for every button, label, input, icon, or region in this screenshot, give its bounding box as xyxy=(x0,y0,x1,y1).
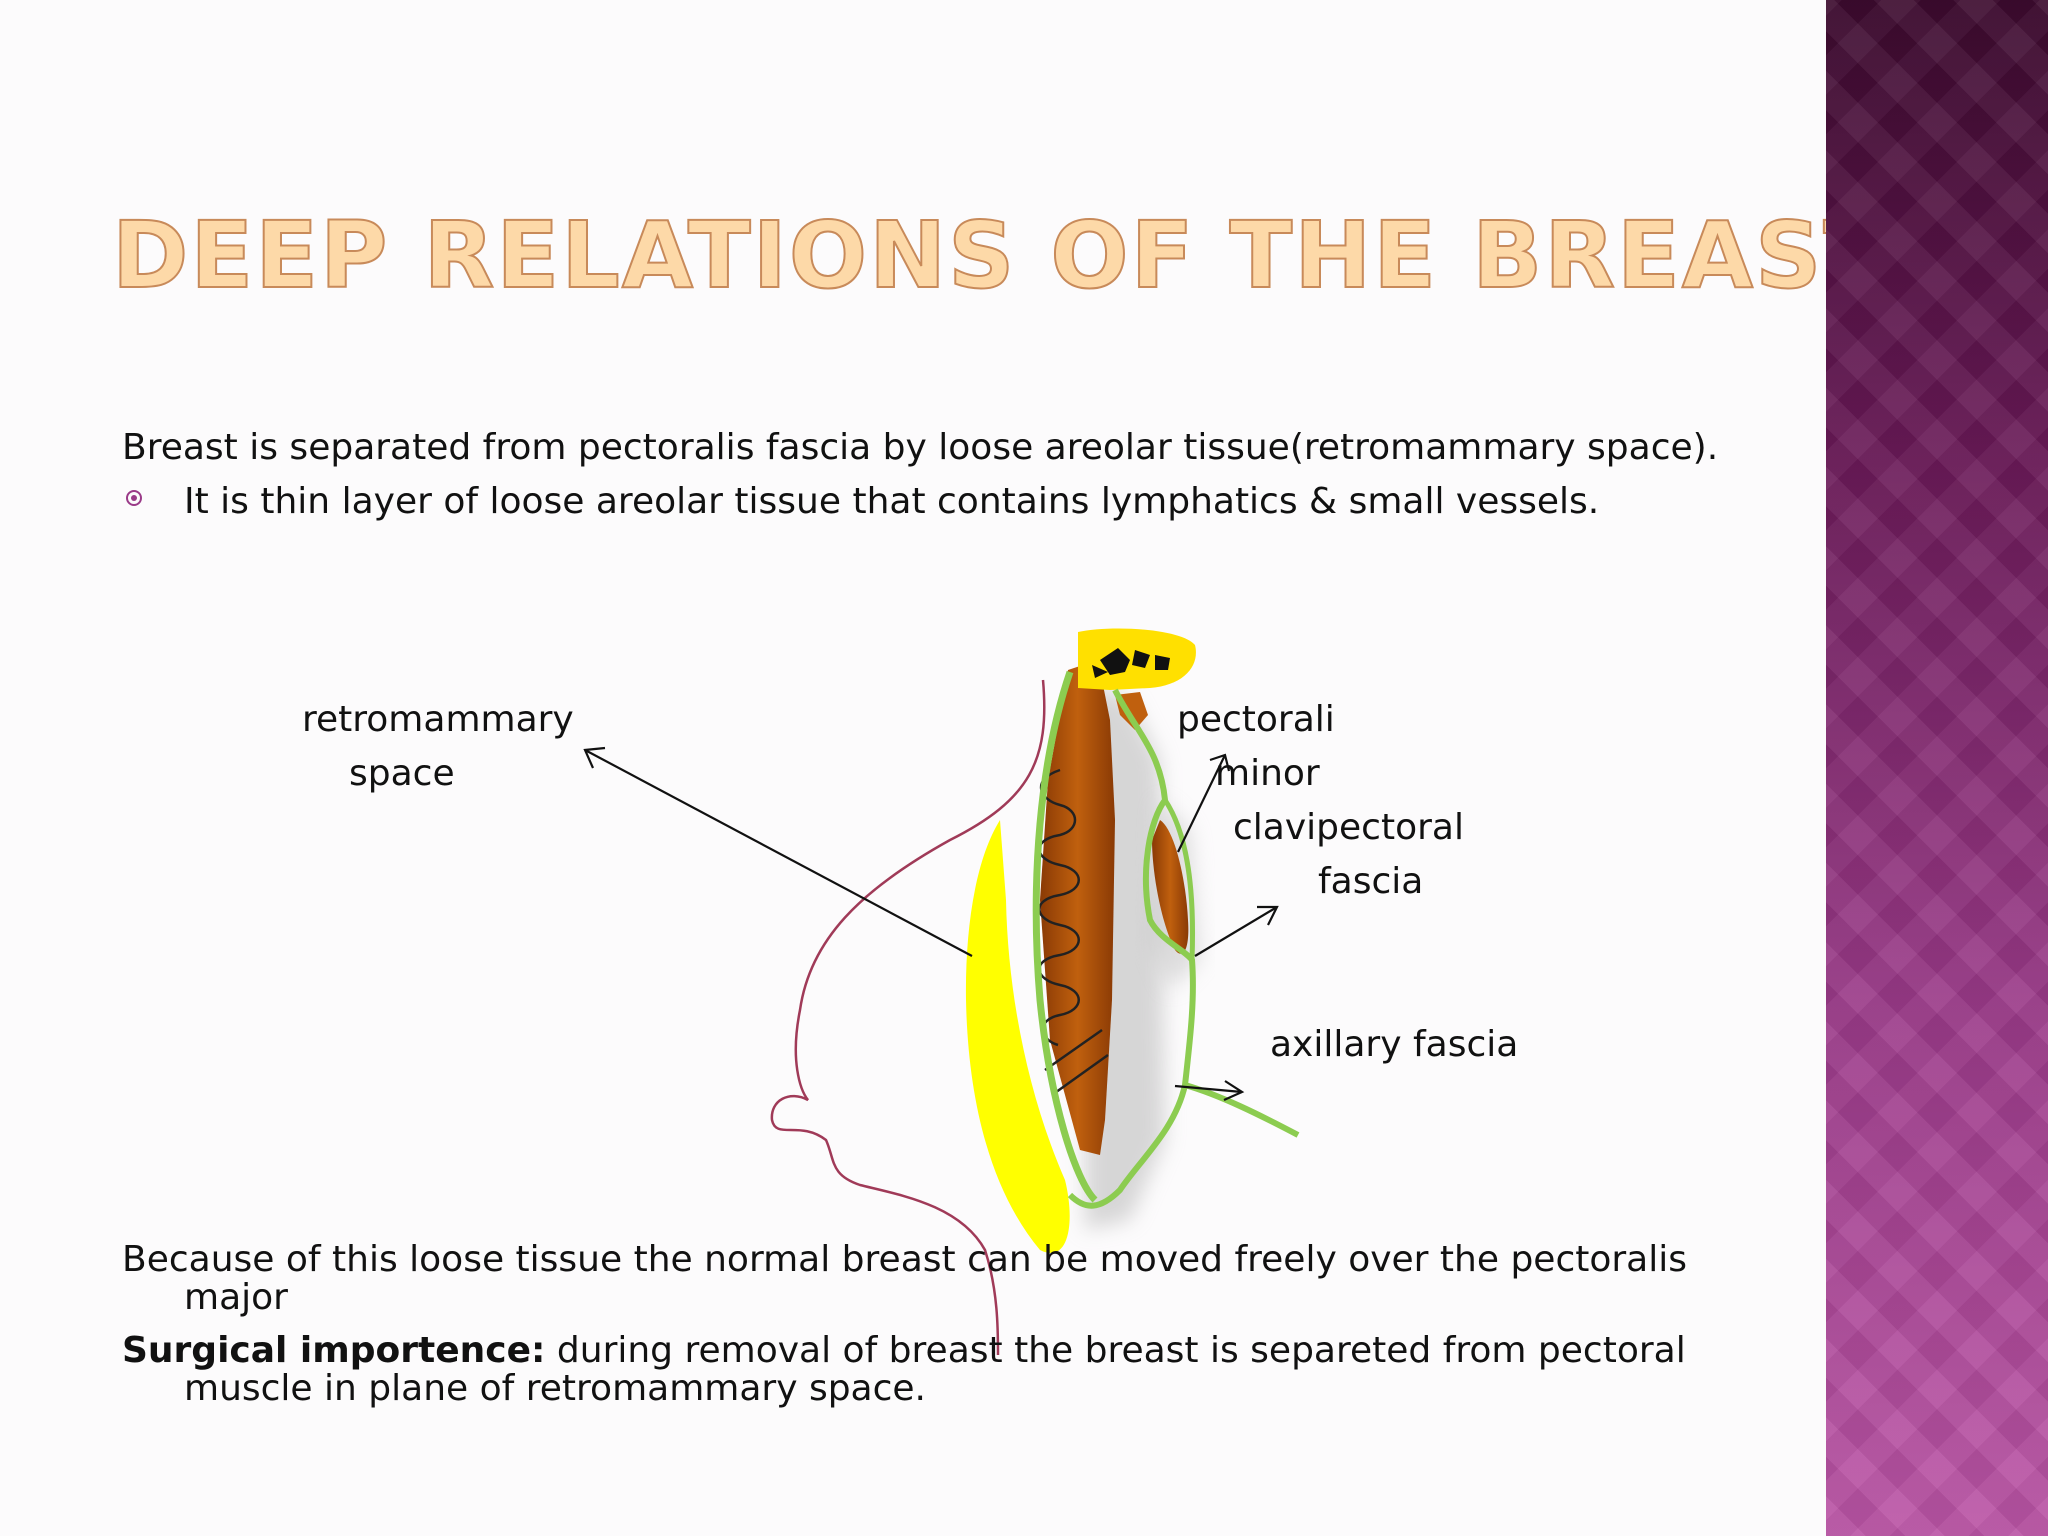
label-retromammary-line2: space xyxy=(349,753,455,794)
surgical-heading: Surgical importence: xyxy=(122,1330,546,1371)
bullet-icon xyxy=(126,490,142,506)
anatomy-diagram xyxy=(583,628,1300,1356)
label-clavipectoral-line2: fascia xyxy=(1318,861,1424,902)
clavicle-detail xyxy=(1092,648,1170,678)
bullet-text: It is thin layer of loose areolar tissue… xyxy=(184,481,1600,522)
minor-sheath xyxy=(1162,798,1195,961)
breast-shape xyxy=(965,820,1070,1253)
slide-title: DEEP RELATIONS OF THE BREAST xyxy=(111,202,1889,309)
surgical-text: during removal of breast the breast is s… xyxy=(545,1330,1686,1371)
slide: DEEP RELATIONS OF THE BREAST Breast is s… xyxy=(111,202,1889,1409)
label-axillary-fascia: axillary fascia xyxy=(1270,1024,1519,1065)
label-pectoralis-line2: minor xyxy=(1215,753,1320,794)
decorative-sidebar xyxy=(1826,0,2048,1536)
skin-outline xyxy=(770,679,1046,1356)
clavipectoral-fascia-line xyxy=(1067,688,1196,1209)
arrow-retromammary xyxy=(583,746,973,957)
arrow-axillary xyxy=(1174,1080,1245,1102)
intro-text: Breast is separated from pectoralis fasc… xyxy=(122,427,1719,468)
arrow-clavipectoral xyxy=(1194,905,1279,957)
pectoral-fascia xyxy=(1032,670,1098,1203)
label-retromammary-line1: retromammary xyxy=(302,699,574,740)
pectoralis-major-muscle xyxy=(1040,660,1115,1155)
muscle-fibres xyxy=(1038,768,1080,1047)
label-clavipectoral-line1: clavipectoral xyxy=(1233,807,1464,848)
pectoralis-minor-muscle xyxy=(1152,820,1189,954)
paragraph-surgical-line2: muscle in plane of retromammary space. xyxy=(184,1368,926,1409)
fibre-line xyxy=(1044,1028,1103,1072)
label-pectoralis-line1: pectorali xyxy=(1177,699,1335,740)
paragraph-mobility-line2: major xyxy=(184,1277,288,1318)
arrow-pectoralis-minor xyxy=(1177,753,1231,853)
fibre-line xyxy=(1051,1053,1109,1097)
paragraph-mobility-line1: Because of this loose tissue the normal … xyxy=(122,1239,1687,1280)
paragraph-surgical-line1: Surgical importence: during removal of b… xyxy=(122,1329,1686,1372)
